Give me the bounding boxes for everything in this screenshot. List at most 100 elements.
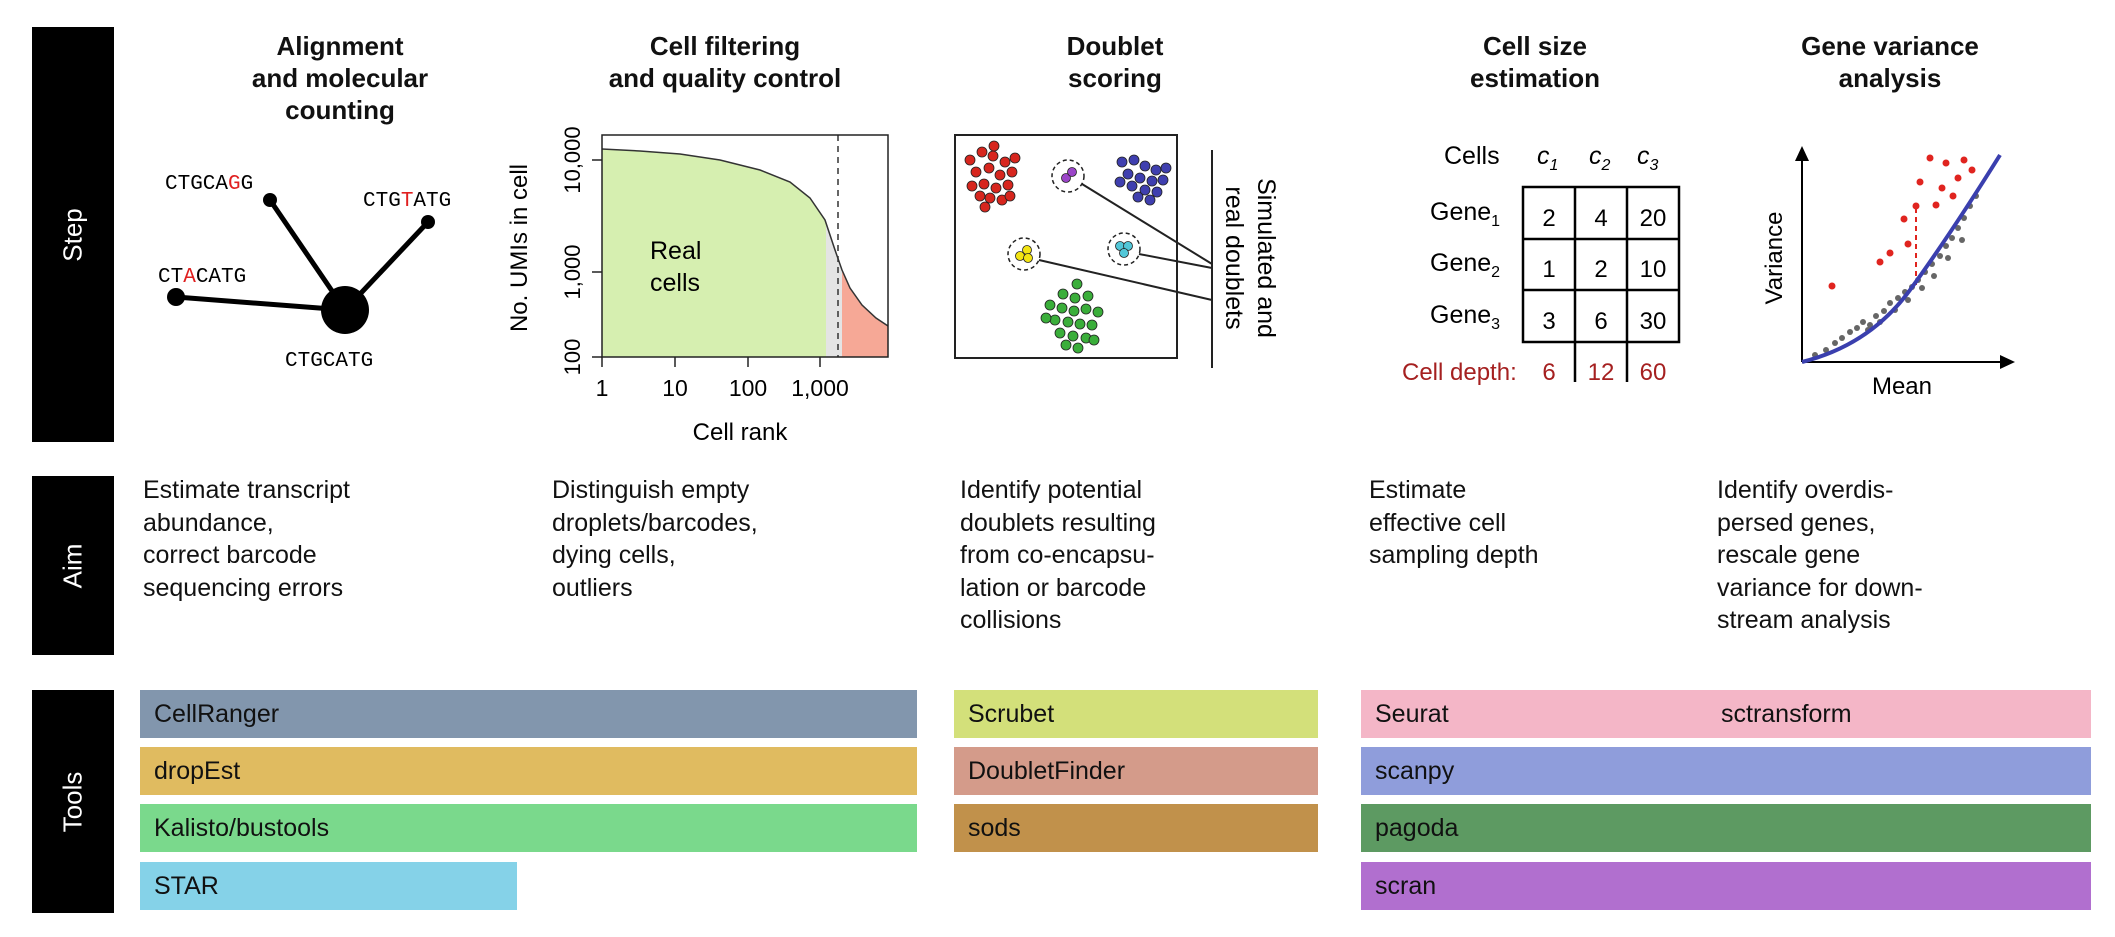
matrix-cell: 20	[1640, 205, 1667, 232]
real-cells-region	[602, 149, 842, 357]
tool-cellranger: CellRanger	[140, 690, 917, 738]
variant-node-1	[263, 193, 277, 207]
step-title-cellsize: Cell size estimation	[1469, 31, 1601, 93]
matrix-cell: 10	[1640, 256, 1667, 283]
cells-label: Cells	[1444, 142, 1500, 170]
tool-star: STAR	[140, 862, 517, 910]
row-label-step: Step	[32, 27, 114, 442]
variance-plot: Variance Mean	[1761, 146, 2015, 400]
variance-xlabel: Mean	[1872, 373, 1932, 400]
filtering-ylabel: No. UMIs in cell	[506, 164, 533, 332]
step-title-filtering: Cell filtering and quality control	[608, 31, 842, 93]
xtick-1: 1	[596, 375, 609, 401]
depth-value: 12	[1588, 359, 1615, 386]
filtering-xlabel: Cell rank	[693, 419, 789, 446]
center-node	[321, 286, 369, 334]
tool-label: pagoda	[1375, 814, 1459, 842]
mean-variance-curve	[1801, 153, 2002, 364]
ytick-10000: 10,000	[560, 126, 585, 193]
variant-node-3	[167, 288, 185, 306]
ytick-100: 100	[560, 339, 585, 376]
tool-kalisto-bustools: Kalisto/bustools	[140, 804, 917, 852]
aim-alignment: Estimate transcript abundance, correct b…	[143, 476, 351, 602]
rank-curve	[601, 148, 889, 327]
aim-filtering: Distinguish empty droplets/barcodes, dyi…	[552, 476, 758, 602]
tool-label: STAR	[154, 872, 219, 900]
cluster-red	[964, 140, 1021, 213]
row-header-2: Gene2	[1430, 249, 1500, 281]
tool-label: CellRanger	[154, 700, 280, 728]
doublet-circle-yellow	[1007, 237, 1041, 271]
tool-seurat: Seurat sctransform	[1361, 690, 2091, 738]
tool-label: scran	[1375, 872, 1437, 900]
tool-label: dropEst	[154, 757, 241, 785]
matrix-cell: 2	[1594, 256, 1607, 283]
ytick-1000: 1,000	[560, 244, 585, 299]
tool-scran: scran	[1361, 862, 2091, 910]
filtering-plot-frame	[601, 134, 889, 358]
col-header-1: c1	[1537, 142, 1558, 174]
doublet-side-label-1: Simulated and	[1252, 178, 1280, 338]
tool-pagoda: pagoda	[1361, 804, 2091, 852]
gene-points	[1812, 193, 1979, 358]
col-header-3: c3	[1637, 142, 1659, 174]
tool-label: Scrubet	[968, 700, 1055, 728]
variance-ylabel: Variance	[1761, 212, 1788, 305]
cluster-blue	[1114, 154, 1172, 206]
doublet-circle-purple	[1051, 159, 1085, 193]
row-header-1: Gene1	[1430, 198, 1500, 230]
step-title-alignment: Alignment and molecular counting	[251, 31, 429, 125]
variant-seq-2: CTGTATG	[363, 190, 451, 213]
tool-label: sods	[968, 814, 1021, 842]
row-header-3: Gene3	[1430, 301, 1500, 333]
step-title-doublet: Doublet scoring	[1066, 31, 1164, 93]
depth-value: 6	[1542, 359, 1555, 386]
matrix-frame	[1521, 185, 1681, 344]
row-label-aim-text: Aim	[57, 543, 88, 588]
matrix-cell: 6	[1594, 308, 1607, 335]
variant-seq-1: CTGCAGG	[165, 173, 253, 196]
row-label-tools-text: Tools	[57, 771, 88, 832]
xtick-100: 100	[729, 375, 767, 401]
filtering-plot: 10,000 1,000 100 1 10 100 1,000 No. UMIs…	[506, 126, 889, 446]
real-label-2: cells	[650, 269, 700, 297]
alignment-diagram: CTGCAGG CTGTATG CTACATG CTGCATG	[158, 173, 451, 373]
matrix-cell: 3	[1542, 308, 1555, 335]
tool-doubletfinder: DoubletFinder	[954, 747, 1318, 795]
empty-droplets-region	[842, 270, 888, 357]
doublet-plot: Simulated and real doublets	[954, 134, 1280, 368]
tool-sods: sods	[954, 804, 1318, 852]
step-panels: CTGCAGG CTGTATG CTACATG CTGCATG 10,000 1…	[158, 126, 2015, 446]
tool-label: Seurat	[1375, 700, 1449, 728]
cellsize-table: Cells c1 c2 c3 Gene1 Gene2 Gene3 2 4 20 …	[1402, 142, 1681, 386]
matrix-cell: 2	[1542, 205, 1555, 232]
aim-cellsize: Estimate effective cell sampling depth	[1369, 476, 1539, 569]
doublet-side-label-2: real doublets	[1220, 186, 1248, 329]
depth-label: Cell depth:	[1402, 359, 1517, 386]
xtick-10: 10	[662, 375, 688, 401]
doublet-circle-cyan	[1107, 232, 1141, 266]
tool-dropest: dropEst	[140, 747, 917, 795]
variant-node-2	[421, 215, 435, 229]
matrix-cell: 1	[1542, 256, 1555, 283]
cluster-green	[1040, 278, 1104, 354]
overdispersed-points	[1828, 154, 1976, 290]
center-seq: CTGCATG	[285, 350, 373, 373]
step-title-variance: Gene variance analysis	[1801, 31, 1979, 93]
row-label-tools: Tools	[32, 690, 114, 913]
row-label-aim: Aim	[32, 476, 114, 655]
tool-label: DoubletFinder	[968, 757, 1126, 785]
depth-value: 60	[1640, 359, 1667, 386]
tool-scrubet: Scrubet	[954, 690, 1318, 738]
aim-variance: Identify overdis- persed genes, rescale …	[1717, 476, 1923, 634]
matrix-cell: 30	[1640, 308, 1667, 335]
tool-label: Kalisto/bustools	[154, 814, 330, 842]
xtick-1000: 1,000	[791, 375, 849, 401]
tool-label-sctransform: sctransform	[1721, 700, 1852, 728]
variant-seq-3: CTACATG	[158, 266, 246, 289]
tool-scanpy: scanpy	[1361, 747, 2091, 795]
tool-label: scanpy	[1375, 757, 1455, 785]
col-header-2: c2	[1589, 142, 1611, 174]
real-label-1: Real	[650, 237, 701, 265]
doublet-plot-frame	[954, 134, 1178, 359]
